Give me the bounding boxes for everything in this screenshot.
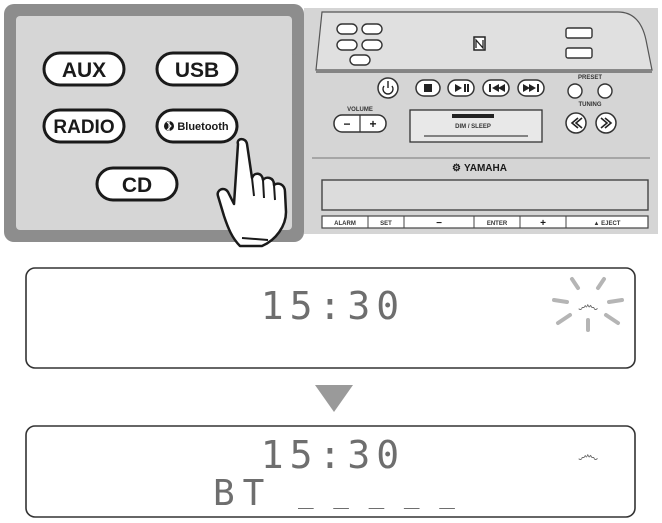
radio-button[interactable]: RADIO bbox=[42, 108, 126, 144]
alarm-button[interactable]: ALARM bbox=[334, 221, 356, 227]
mini-source-button[interactable] bbox=[361, 39, 383, 51]
volume-minus-label[interactable]: − bbox=[343, 117, 350, 131]
device-front-panel: PRESET VOLUME − + DIM / SLEEP TUNING ⚙ Y… bbox=[304, 8, 658, 234]
enter-button[interactable]: ENTER bbox=[487, 221, 508, 227]
radio-button-label: RADIO bbox=[53, 117, 114, 138]
display-before: 15:30 ෴ bbox=[25, 267, 636, 369]
display-after-dashes: _ _ _ _ _ bbox=[298, 480, 457, 510]
port-label: DIM / SLEEP bbox=[455, 124, 491, 130]
stop-icon bbox=[424, 84, 432, 92]
volume-label: VOLUME bbox=[347, 107, 373, 113]
play-pause-icon bbox=[455, 84, 469, 92]
display-after-time: 15:30 bbox=[261, 433, 405, 477]
prev-icon bbox=[489, 84, 505, 92]
brand-label: YAMAHA bbox=[464, 163, 507, 174]
stop-button[interactable] bbox=[415, 79, 441, 97]
display-after-source: BT bbox=[213, 473, 272, 514]
display-before-bluetooth-icon: ෴ bbox=[578, 293, 599, 318]
set-button[interactable]: SET bbox=[380, 221, 392, 227]
usb-button-label: USB bbox=[175, 59, 219, 82]
mini-source-button[interactable] bbox=[336, 23, 358, 35]
power-icon bbox=[382, 81, 394, 95]
cd-button[interactable]: CD bbox=[95, 166, 179, 202]
bluetooth-button[interactable]: Bluetooth bbox=[155, 108, 239, 144]
transition-arrow-icon bbox=[315, 385, 353, 412]
device-display-window bbox=[321, 179, 649, 211]
display-after-frame bbox=[25, 425, 636, 518]
aux-port bbox=[565, 47, 593, 59]
aux-button[interactable]: AUX bbox=[42, 51, 126, 87]
next-icon bbox=[523, 84, 539, 92]
volume-plus-label[interactable]: + bbox=[369, 117, 376, 131]
nfc-icon bbox=[473, 36, 486, 51]
display-before-frame bbox=[25, 267, 636, 369]
preset-down-button[interactable] bbox=[567, 83, 583, 99]
pressing-hand-icon bbox=[216, 137, 288, 248]
prev-track-button[interactable] bbox=[482, 79, 510, 97]
bluetooth-button-label: Bluetooth bbox=[177, 121, 229, 133]
play-pause-button[interactable] bbox=[447, 79, 475, 97]
minus-button[interactable]: − bbox=[436, 218, 442, 229]
usb-port bbox=[565, 27, 593, 39]
forward-button[interactable] bbox=[595, 112, 617, 134]
display-after-bluetooth-icon: ෴ bbox=[578, 443, 599, 468]
preset-label: PRESET bbox=[578, 75, 602, 81]
mini-source-button[interactable] bbox=[349, 54, 371, 66]
plus-button[interactable]: + bbox=[540, 218, 546, 229]
eject-button[interactable]: ▲ EJECT bbox=[594, 221, 621, 227]
preset-up-button[interactable] bbox=[597, 83, 613, 99]
power-button[interactable] bbox=[377, 77, 399, 99]
rewind-button[interactable] bbox=[565, 112, 587, 134]
mini-source-button[interactable] bbox=[361, 23, 383, 35]
mini-source-button[interactable] bbox=[336, 39, 358, 51]
tuning-label: TUNING bbox=[579, 102, 602, 108]
brand-prefix-icon: ⚙ bbox=[452, 163, 461, 174]
rewind-icon bbox=[570, 117, 583, 129]
display-after: 15:30 ෴ BT _ _ _ _ _ bbox=[25, 425, 636, 518]
aux-button-label: AUX bbox=[62, 59, 106, 82]
forward-icon bbox=[600, 117, 613, 129]
usb-button[interactable]: USB bbox=[155, 51, 239, 87]
cd-button-label: CD bbox=[122, 174, 152, 197]
display-before-time: 15:30 bbox=[261, 284, 405, 328]
blinking-rays bbox=[552, 277, 624, 332]
next-track-button[interactable] bbox=[517, 79, 545, 97]
